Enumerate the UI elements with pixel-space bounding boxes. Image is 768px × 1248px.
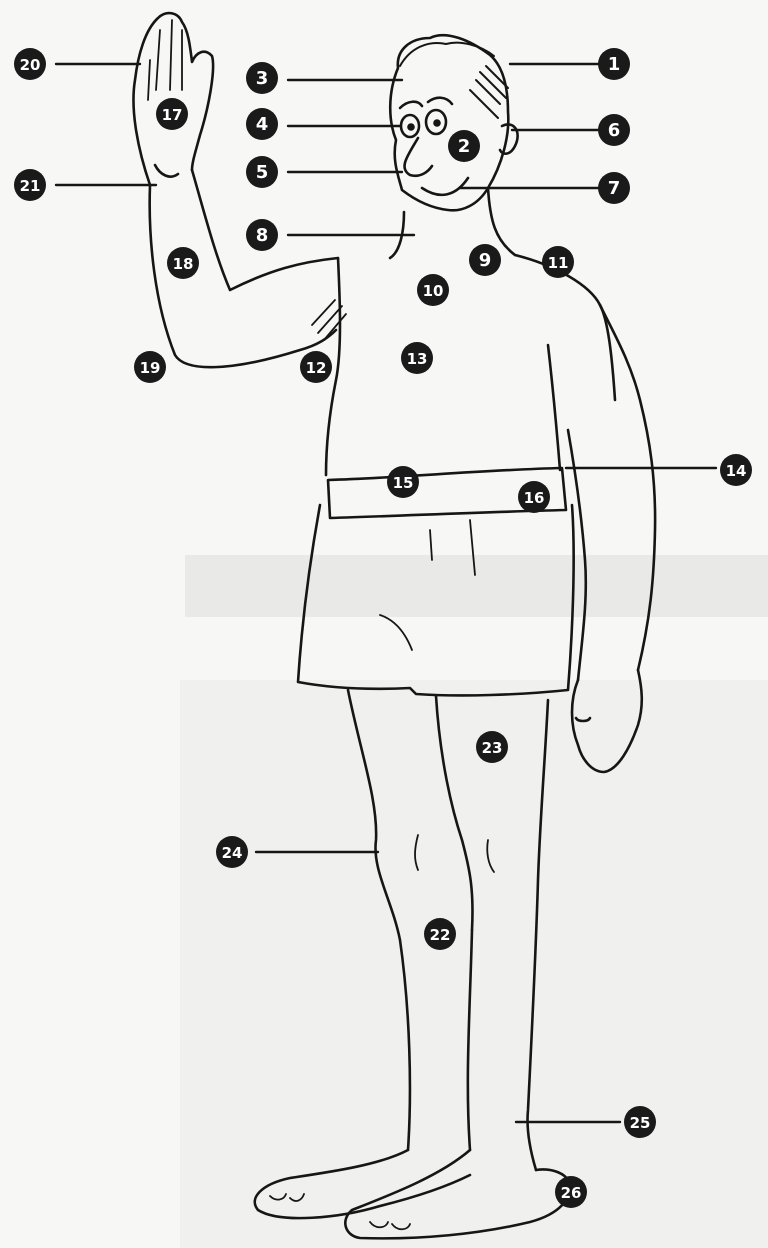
marker-number: 23 bbox=[482, 739, 503, 757]
marker-number: 20 bbox=[20, 56, 41, 74]
marker-number: 9 bbox=[479, 250, 492, 271]
marker-number: 11 bbox=[548, 254, 569, 272]
marker-number: 15 bbox=[393, 474, 414, 492]
marker-number: 8 bbox=[256, 225, 269, 246]
marker-number: 13 bbox=[407, 350, 428, 368]
left-pupil bbox=[409, 125, 414, 130]
marker-number: 17 bbox=[162, 106, 183, 124]
finger-lines bbox=[148, 20, 182, 100]
marker-21: 21 bbox=[14, 169, 46, 201]
marker-2: 2 bbox=[448, 130, 480, 162]
marker-number: 26 bbox=[561, 1184, 582, 1202]
nose bbox=[405, 138, 432, 176]
marker-number: 3 bbox=[256, 68, 269, 89]
marker-number: 21 bbox=[20, 177, 41, 195]
marker-number: 2 bbox=[458, 136, 471, 157]
scan-shade bbox=[185, 555, 768, 617]
neck bbox=[390, 188, 515, 258]
marker-number: 7 bbox=[608, 178, 621, 199]
marker-number: 19 bbox=[140, 359, 161, 377]
marker-number: 6 bbox=[608, 120, 621, 141]
marker-11: 11 bbox=[542, 246, 574, 278]
marker-number: 14 bbox=[726, 462, 747, 480]
marker-7: 7 bbox=[598, 172, 630, 204]
marker-1: 1 bbox=[598, 48, 630, 80]
marker-number: 12 bbox=[306, 359, 327, 377]
marker-6: 6 bbox=[598, 114, 630, 146]
torso bbox=[326, 255, 615, 475]
marker-number: 22 bbox=[430, 926, 451, 944]
marker-3: 3 bbox=[246, 62, 278, 94]
marker-19: 19 bbox=[134, 351, 166, 383]
scan-shade-lower bbox=[180, 680, 768, 1248]
marker-9: 9 bbox=[469, 244, 501, 276]
marker-number: 24 bbox=[222, 844, 243, 862]
marker-24: 24 bbox=[216, 836, 248, 868]
hair bbox=[400, 43, 508, 118]
marker-22: 22 bbox=[424, 918, 456, 950]
marker-number: 25 bbox=[630, 1114, 651, 1132]
marker-number: 18 bbox=[173, 255, 194, 273]
marker-26: 26 bbox=[555, 1176, 587, 1208]
marker-number: 10 bbox=[423, 282, 444, 300]
marker-17: 17 bbox=[156, 98, 188, 130]
marker-5: 5 bbox=[246, 156, 278, 188]
marker-number: 4 bbox=[256, 114, 269, 135]
mouth bbox=[422, 178, 468, 195]
marker-number: 1 bbox=[608, 54, 621, 75]
marker-8: 8 bbox=[246, 219, 278, 251]
marker-number: 16 bbox=[524, 489, 545, 507]
marker-12: 12 bbox=[300, 351, 332, 383]
marker-4: 4 bbox=[246, 108, 278, 140]
eyebrows bbox=[400, 98, 452, 108]
marker-number: 5 bbox=[256, 162, 269, 183]
marker-16: 16 bbox=[518, 481, 550, 513]
marker-18: 18 bbox=[167, 247, 199, 279]
marker-25: 25 bbox=[624, 1106, 656, 1138]
right-pupil bbox=[435, 121, 440, 126]
marker-14: 14 bbox=[720, 454, 752, 486]
marker-23: 23 bbox=[476, 731, 508, 763]
marker-15: 15 bbox=[387, 466, 419, 498]
head bbox=[390, 35, 508, 210]
marker-20: 20 bbox=[14, 48, 46, 80]
marker-13: 13 bbox=[401, 342, 433, 374]
marker-10: 10 bbox=[417, 274, 449, 306]
